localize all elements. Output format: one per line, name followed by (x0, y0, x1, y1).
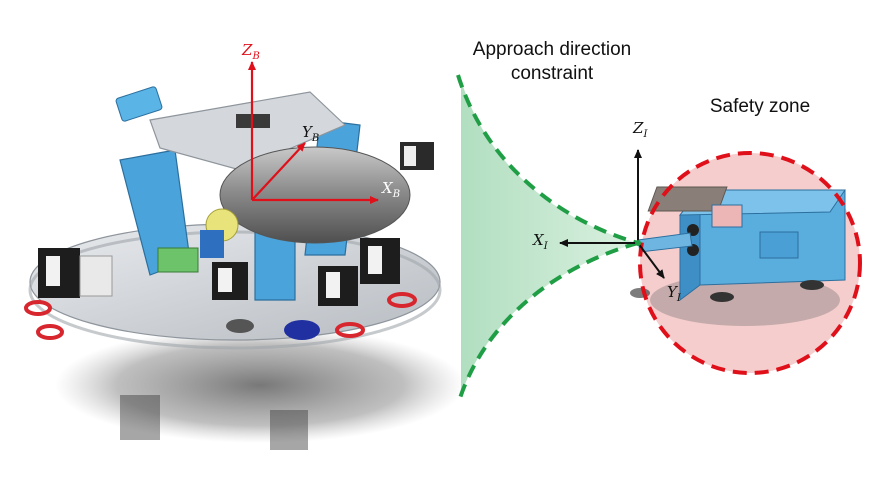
target-panel (712, 205, 742, 227)
thruster (318, 266, 358, 306)
thruster (212, 262, 248, 300)
approach-constraint-label: Approach direction constraint (452, 38, 652, 86)
interface-z-axis-base: Z (633, 119, 643, 137)
target-foot (800, 280, 824, 290)
approach-constraint-line2: constraint (452, 62, 652, 86)
approach-cone-region (461, 80, 638, 395)
interface-z-axis-sub: I (643, 129, 647, 140)
thruster (38, 248, 112, 298)
target-foot (710, 292, 734, 302)
body-x-axis-sub: B (393, 189, 400, 200)
interface-y-axis-base: Y (667, 283, 677, 301)
body-z-axis-label: ZB (242, 42, 260, 61)
body-y-axis-label: YB (302, 124, 319, 143)
red-handle (38, 326, 62, 338)
body-x-axis-base: X (382, 179, 393, 197)
interface-x-axis-base: X (533, 231, 544, 249)
blue-board (200, 230, 224, 258)
interface-x-axis-label: XI (533, 232, 548, 251)
air-bearing (284, 320, 320, 340)
body-z-axis-base: Z (242, 41, 252, 59)
green-board (158, 248, 198, 272)
safety-zone-label: Safety zone (695, 95, 825, 119)
blue-bracket (115, 86, 162, 122)
chaser-shadow-leg (270, 410, 308, 450)
interface-z-axis-label: ZI (633, 120, 647, 139)
approach-constraint-line1: Approach direction (452, 38, 652, 62)
body-z-axis-sub: B (252, 51, 259, 62)
chaser-shadow-leg (120, 395, 160, 440)
interface-y-axis-sub: I (677, 293, 681, 304)
thruster (360, 238, 400, 284)
body-x-axis-label: XB (382, 180, 400, 199)
tank-valve-cap (404, 146, 416, 166)
body-y-axis-sub: B (312, 133, 319, 144)
body-y-axis-base: Y (302, 123, 312, 141)
interface-x-axis-sub: I (544, 241, 548, 252)
interface-origin (635, 240, 641, 246)
approach-cone (458, 75, 638, 398)
chaser-robot (26, 86, 465, 450)
interface-y-axis-label: YI (667, 284, 681, 303)
target-panel (760, 232, 798, 258)
chaser-shadow (55, 327, 465, 443)
air-bearing (226, 319, 254, 333)
